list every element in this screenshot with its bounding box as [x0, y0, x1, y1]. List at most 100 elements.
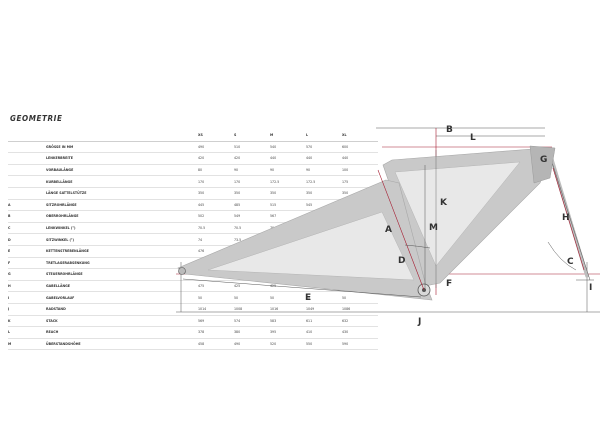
row-value: 70.5: [198, 222, 234, 235]
row-value: 583: [270, 315, 306, 328]
row-value: 475: [198, 280, 234, 293]
size-header-row: XS S M L XL: [8, 130, 378, 142]
dim-label-d: D: [398, 256, 405, 266]
row-value: 445: [198, 199, 234, 212]
row-key: F: [8, 257, 46, 270]
row-key: H: [8, 280, 46, 293]
row-value: 50: [306, 291, 342, 304]
row-value: 440: [342, 152, 378, 165]
row-value: 590: [342, 338, 378, 351]
row-value: 172.5: [306, 175, 342, 188]
row-key: I: [8, 291, 46, 304]
dim-label-a: A: [385, 225, 392, 235]
row-label: Kettenstrebenlänge: [46, 245, 198, 258]
row-value: 425: [234, 280, 270, 293]
row-value: 350: [270, 187, 306, 200]
size-header-xs: XS: [198, 130, 234, 142]
row-value: 50: [234, 291, 270, 304]
row-value: 350: [306, 187, 342, 200]
row-label: Tretlagerabsenkung: [46, 257, 198, 270]
row-value: 520: [270, 338, 306, 351]
row-key: J: [8, 303, 46, 316]
dim-label-i: I: [589, 283, 592, 293]
chainstay-dimension-line: [182, 278, 422, 298]
size-header-m: M: [270, 130, 306, 142]
row-value: 549: [234, 210, 270, 223]
row-key: E: [8, 245, 46, 258]
row-value: 1016: [270, 303, 306, 316]
dim-label-l: L: [470, 133, 476, 143]
row-key: [8, 187, 46, 200]
row-key: L: [8, 326, 46, 339]
row-value: 458: [198, 338, 234, 351]
row-value: 1049: [306, 303, 342, 316]
row-value: 350: [234, 187, 270, 200]
geometry-title: GEOMETRIE: [10, 114, 63, 123]
row-label: Lenkerbreite: [46, 152, 198, 165]
row-value: 100: [342, 164, 378, 177]
row-value: 611: [306, 315, 342, 328]
row-value: 90: [306, 164, 342, 177]
table-row: LReach378380395410430: [8, 326, 378, 339]
row-value: 550: [306, 338, 342, 351]
row-value: 510: [234, 141, 270, 154]
row-value: 515: [270, 199, 306, 212]
row-value: 569: [198, 315, 234, 328]
size-header-s: S: [234, 130, 270, 142]
row-label: Steuerrohrlänge: [46, 268, 198, 281]
row-label: Grösse in mm: [46, 141, 198, 154]
row-value: 350: [198, 187, 234, 200]
dim-label-k: K: [440, 198, 448, 208]
row-label: Gabelvorlauf: [46, 291, 198, 304]
row-value: 574: [234, 315, 270, 328]
frame-main-window: [394, 161, 521, 267]
row-label: Radstand: [46, 303, 198, 316]
row-value: 410: [306, 326, 342, 339]
row-value: 50: [198, 291, 234, 304]
head-tube: [529, 145, 556, 184]
size-header-l: L: [306, 130, 342, 142]
row-value: 70.5: [234, 222, 270, 235]
row-key: C: [8, 222, 46, 235]
row-value: 175: [342, 175, 378, 188]
row-value: 74: [198, 233, 234, 246]
row-value: 430: [342, 326, 378, 339]
row-value: 378: [198, 326, 234, 339]
row-label: Kurbellänge: [46, 175, 198, 188]
row-value: 502: [198, 210, 234, 223]
row-value: 490: [234, 338, 270, 351]
row-value: 420: [234, 152, 270, 165]
dim-label-c: C: [567, 257, 574, 267]
table-row: IGabelvorlauf5050505050: [8, 291, 378, 304]
row-value: 600: [342, 141, 378, 154]
fork: [547, 148, 589, 278]
dim-label-j: J: [417, 317, 421, 327]
dim-label-b: B: [446, 125, 453, 135]
row-key: M: [8, 338, 46, 351]
table-row: JRadstand10141008101610491086: [8, 303, 378, 316]
row-value: 170: [198, 175, 234, 188]
dim-label-f: F: [446, 279, 452, 289]
row-key: D: [8, 233, 46, 246]
row-value: 170: [234, 175, 270, 188]
row-value: 570: [306, 141, 342, 154]
row-value: 90: [270, 164, 306, 177]
row-key: K: [8, 315, 46, 328]
fork-length-line: [552, 167, 585, 271]
head-angle-arc: [547, 241, 577, 271]
row-value: 440: [270, 152, 306, 165]
bike-frame: [177, 145, 556, 301]
table-row: Vorbaulänge80909090100: [8, 164, 378, 177]
size-header-xl: XL: [342, 130, 378, 142]
dim-label-m: M: [429, 223, 438, 233]
dim-label-e: E: [305, 293, 311, 303]
row-label: Stack: [46, 315, 198, 328]
row-label: Oberrohrlänge: [46, 210, 198, 223]
row-key: A: [8, 199, 46, 212]
row-value: 380: [234, 326, 270, 339]
row-value: 485: [234, 199, 270, 212]
dim-label-h: H: [562, 213, 570, 223]
row-label: Gabellänge: [46, 280, 198, 293]
rear-dropout: [178, 267, 186, 275]
